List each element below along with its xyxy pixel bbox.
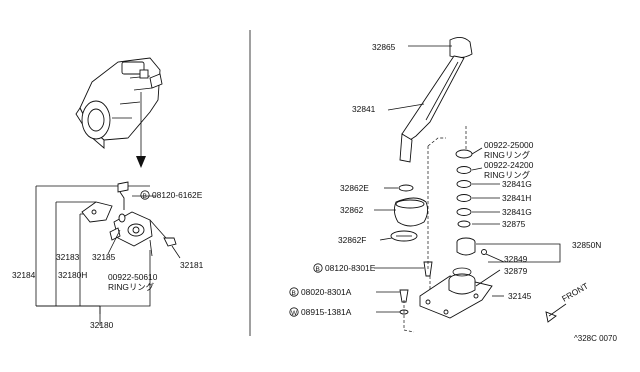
label-32185: 32185 (92, 252, 116, 262)
label-ring-a: RINGリング (108, 282, 155, 292)
label-32849: 32849 (504, 254, 528, 264)
label-32841G-b: 32841G (502, 207, 532, 217)
label-32862F: 32862F (338, 235, 366, 245)
shift-lever-part (399, 55, 465, 163)
label-32145: 32145 (508, 291, 532, 301)
label-32850N: 32850N (572, 240, 601, 250)
bushing-32850N (456, 237, 487, 256)
boot-32862 (390, 184, 429, 242)
shift-housing-part (109, 211, 153, 247)
svg-text:B: B (292, 290, 296, 297)
svg-text:08120-8301E: 08120-8301E (325, 263, 376, 273)
callout-08020-8301A: B 08020-8301A (289, 287, 352, 297)
label-32875: 32875 (502, 219, 526, 229)
label-32180: 32180 (90, 320, 114, 330)
label-32862: 32862 (340, 205, 364, 215)
svg-text:B: B (143, 193, 147, 200)
svg-text:08120-6162E: 08120-6162E (152, 190, 203, 200)
install-arrowhead (136, 156, 146, 168)
ring-stack (455, 149, 473, 228)
label-ring-c: RINGリング (484, 170, 531, 180)
label-32181: 32181 (180, 260, 204, 270)
shift-lever-bracket-part (81, 181, 129, 223)
label-32865: 32865 (372, 42, 396, 52)
label-32180H: 32180H (58, 270, 87, 280)
label-00922-24200: 00922-24200 (484, 160, 534, 170)
callout-08120-8301E: B 08120-8301E (313, 263, 376, 273)
label-32184: 32184 (12, 270, 36, 280)
housing-32145 (419, 267, 493, 319)
label-00922-25000: 00922-25000 (484, 140, 534, 150)
svg-text:08020-8301A: 08020-8301A (301, 287, 352, 297)
label-32879: 32879 (504, 266, 528, 276)
svg-text:B: B (316, 266, 320, 273)
callout-08120-6162E: B 08120-6162E (140, 190, 203, 200)
label-32183: 32183 (56, 252, 80, 262)
svg-text:FRONT: FRONT (560, 281, 590, 304)
transmission-illustration (75, 57, 163, 149)
bolt-32181 (163, 237, 177, 247)
svg-text:W: W (291, 310, 298, 317)
label-00922-50610: 00922-50610 (108, 272, 158, 282)
label-32841: 32841 (352, 104, 376, 114)
bracket-32183 (55, 201, 96, 306)
diagram-code: ^328C 0070 (574, 334, 617, 343)
callout-08915-1381A: W 08915-1381A (289, 307, 352, 317)
front-direction-arrow: FRONT (545, 281, 590, 323)
label-32862E: 32862E (340, 183, 369, 193)
label-32841G-a: 32841G (502, 179, 532, 189)
label-ring-b: RINGリング (484, 150, 531, 160)
svg-text:08915-1381A: 08915-1381A (301, 307, 352, 317)
label-32841H: 32841H (502, 193, 531, 203)
shift-knob-part (449, 37, 473, 59)
